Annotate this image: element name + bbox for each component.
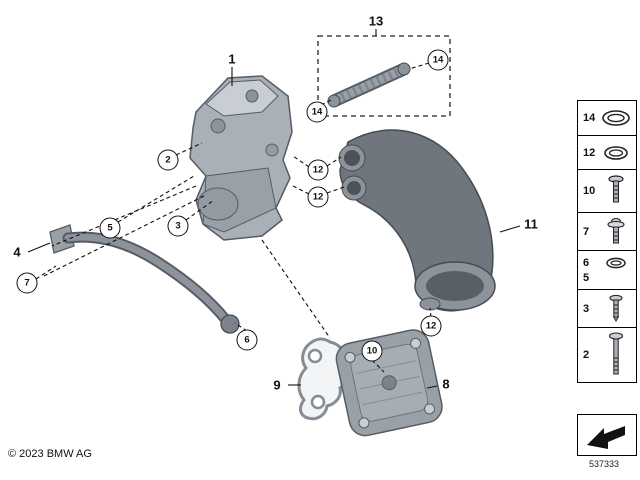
legend-number: 5 [583,272,590,284]
callout-14-a[interactable]: 14 [306,101,328,123]
legend-number: 2 [583,349,590,361]
flange-screw-icon [599,174,633,208]
washer-bolt-icon [599,217,633,247]
legend-row-6-5[interactable]: 6 5 [577,250,637,290]
legend-number: 12 [583,146,596,159]
oil-cooler-part[interactable] [333,327,444,438]
callout-3[interactable]: 3 [167,215,189,237]
coolant-pipe-part[interactable] [49,224,240,334]
callout-14-b[interactable]: 14 [427,49,449,71]
callout-12-b[interactable]: 12 [307,186,329,208]
legend-panel: 14 12 10 7 6 [577,100,637,383]
screw-icon [599,294,633,324]
gasket-part[interactable] [297,337,349,421]
long-bolt-icon [599,332,633,378]
oil-filter-housing-part[interactable] [189,75,293,241]
intake-duct-part[interactable] [338,129,496,312]
item13-dashed-box [317,35,451,117]
legend-number: 3 [583,302,590,315]
legend-row-3[interactable]: 3 [577,288,637,329]
callout-12-a[interactable]: 12 [307,159,329,181]
legend-number: 10 [583,185,596,197]
o-ring-icon [599,144,633,162]
label-8[interactable]: 8 [442,376,450,392]
legend-number: 6 [583,257,590,269]
callout-10[interactable]: 10 [361,340,383,362]
legend-row-7[interactable]: 7 [577,211,637,252]
callout-5[interactable]: 5 [99,217,121,239]
callout-7[interactable]: 7 [16,272,38,294]
o-ring-small-icon [599,256,633,270]
direction-arrow-box [577,414,637,456]
label-11[interactable]: 11 [524,216,538,232]
hose-part[interactable] [317,35,451,117]
legend-number: 7 [583,225,590,238]
callout-12-c[interactable]: 12 [420,315,442,337]
copyright-text: © 2023 BMW AG [8,448,92,460]
drawing-number: 537333 [589,459,620,469]
legend-row-12[interactable]: 12 [577,134,637,171]
legend-row-14[interactable]: 14 [577,100,637,136]
legend-row-2[interactable]: 2 [577,327,637,383]
callout-2[interactable]: 2 [157,149,179,171]
label-9[interactable]: 9 [273,377,281,393]
label-13[interactable]: 13 [368,13,384,29]
o-ring-large-icon [599,108,633,128]
direction-arrow-icon [587,426,625,449]
legend-number: 14 [583,112,596,124]
legend-row-10[interactable]: 10 [577,169,637,213]
callout-6[interactable]: 6 [236,329,258,351]
label-1[interactable]: 1 [228,51,236,67]
label-4[interactable]: 4 [13,244,21,260]
